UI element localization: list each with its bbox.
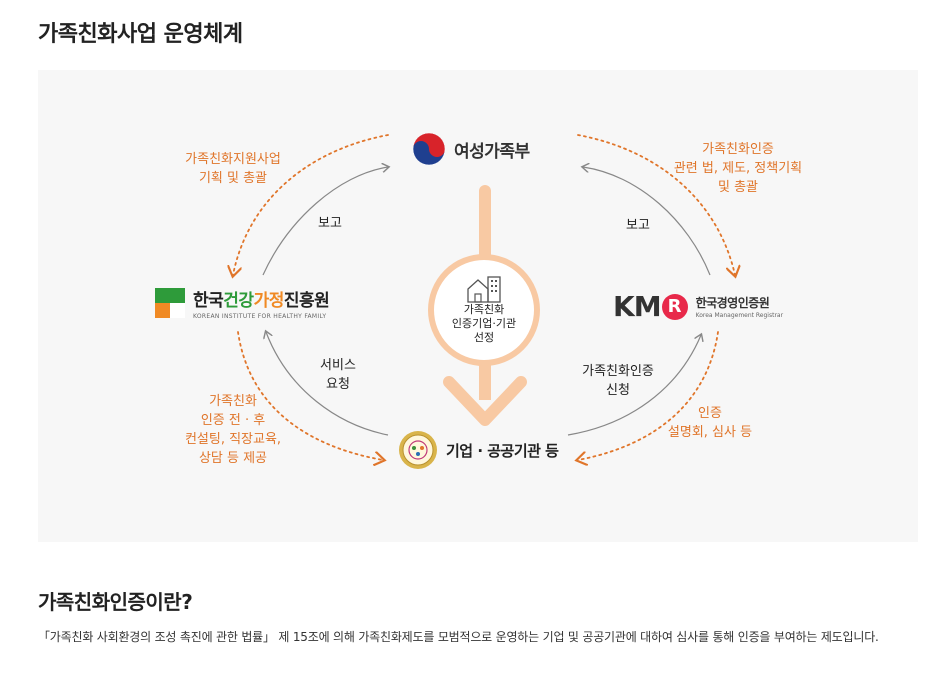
page-title: 가족친화사업 운영체계 bbox=[38, 22, 243, 47]
label-cert-apply: 가족친화인증 신청 bbox=[582, 364, 654, 398]
khf-subtitle: KOREAN INSTITUTE FOR HEALTHY FAMILY bbox=[193, 313, 327, 320]
node-mogef: 여성가족부 bbox=[412, 132, 530, 166]
section-title: 가족친화인증이란? bbox=[38, 590, 193, 614]
orange-arrow-top-right bbox=[577, 134, 735, 275]
kmr-name: 한국경영인증원 bbox=[695, 296, 770, 310]
mogef-name: 여성가족부 bbox=[454, 141, 530, 162]
kmr-logo-text: KM bbox=[613, 290, 662, 323]
label-report-left: 보고 bbox=[318, 216, 342, 231]
center-arrow-shaft-lower bbox=[479, 360, 491, 400]
service-request-arrow bbox=[266, 332, 389, 436]
center-line-3: 선정 bbox=[473, 331, 495, 344]
node-enterprise: 기업 · 공공기관 등 bbox=[398, 430, 559, 470]
label-top-left: 가족친화지원사업 기획 및 총괄 bbox=[185, 152, 281, 186]
label-bottom-left: 가족친화 인증 전 · 후 컨설팅, 직장교육, 상담 등 제공 bbox=[184, 394, 282, 466]
taegeuk-emblem-icon bbox=[412, 132, 446, 166]
khf-logo-icon bbox=[155, 288, 185, 318]
report-arrow-left bbox=[262, 167, 388, 276]
center-arrow-head bbox=[443, 376, 527, 426]
orange-arrow-top-left bbox=[233, 134, 389, 275]
label-bottom-right: 인증 설명회, 심사 등 bbox=[667, 406, 753, 440]
kmr-logo-r-icon: R bbox=[661, 293, 688, 320]
cert-apply-arrow bbox=[567, 335, 701, 436]
center-line-2: 인증기업·기관 bbox=[451, 317, 517, 330]
center-selection-circle: 가족친화 인증기업·기관 선정 bbox=[428, 254, 540, 366]
diagram-connectors bbox=[38, 134, 918, 542]
operation-diagram: 여성가족부 한국건강가정진흥원 KOREAN INSTITUTE FOR HEA… bbox=[38, 70, 918, 542]
description-text: 「가족친화 사회환경의 조성 촉진에 관한 법률」 제 15조에 의해 가족친화… bbox=[38, 630, 879, 644]
enterprise-name: 기업 · 공공기관 등 bbox=[446, 441, 559, 460]
label-report-right: 보고 bbox=[626, 218, 650, 233]
khf-name: 한국건강가정진흥원 bbox=[193, 291, 330, 311]
label-service-request: 서비스 요청 bbox=[320, 358, 356, 392]
report-arrow-right bbox=[583, 167, 711, 276]
node-kmr: KM R 한국경영인증원 Korea Management Registrar bbox=[613, 290, 783, 323]
center-line-1: 가족친화 bbox=[463, 303, 505, 316]
family-friendly-seal-icon bbox=[399, 431, 437, 469]
node-khf: 한국건강가정진흥원 KOREAN INSTITUTE FOR HEALTHY F… bbox=[155, 286, 330, 320]
orange-arrow-bottom-left bbox=[237, 331, 383, 460]
center-arrow-shaft bbox=[479, 185, 491, 265]
building-icon bbox=[467, 276, 501, 303]
kmr-subtitle: Korea Management Registrar bbox=[695, 312, 784, 319]
orange-arrow-bottom-right bbox=[578, 331, 719, 460]
label-top-right: 가족친화인증 관련 법, 제도, 정책기획 및 총괄 bbox=[673, 142, 803, 195]
